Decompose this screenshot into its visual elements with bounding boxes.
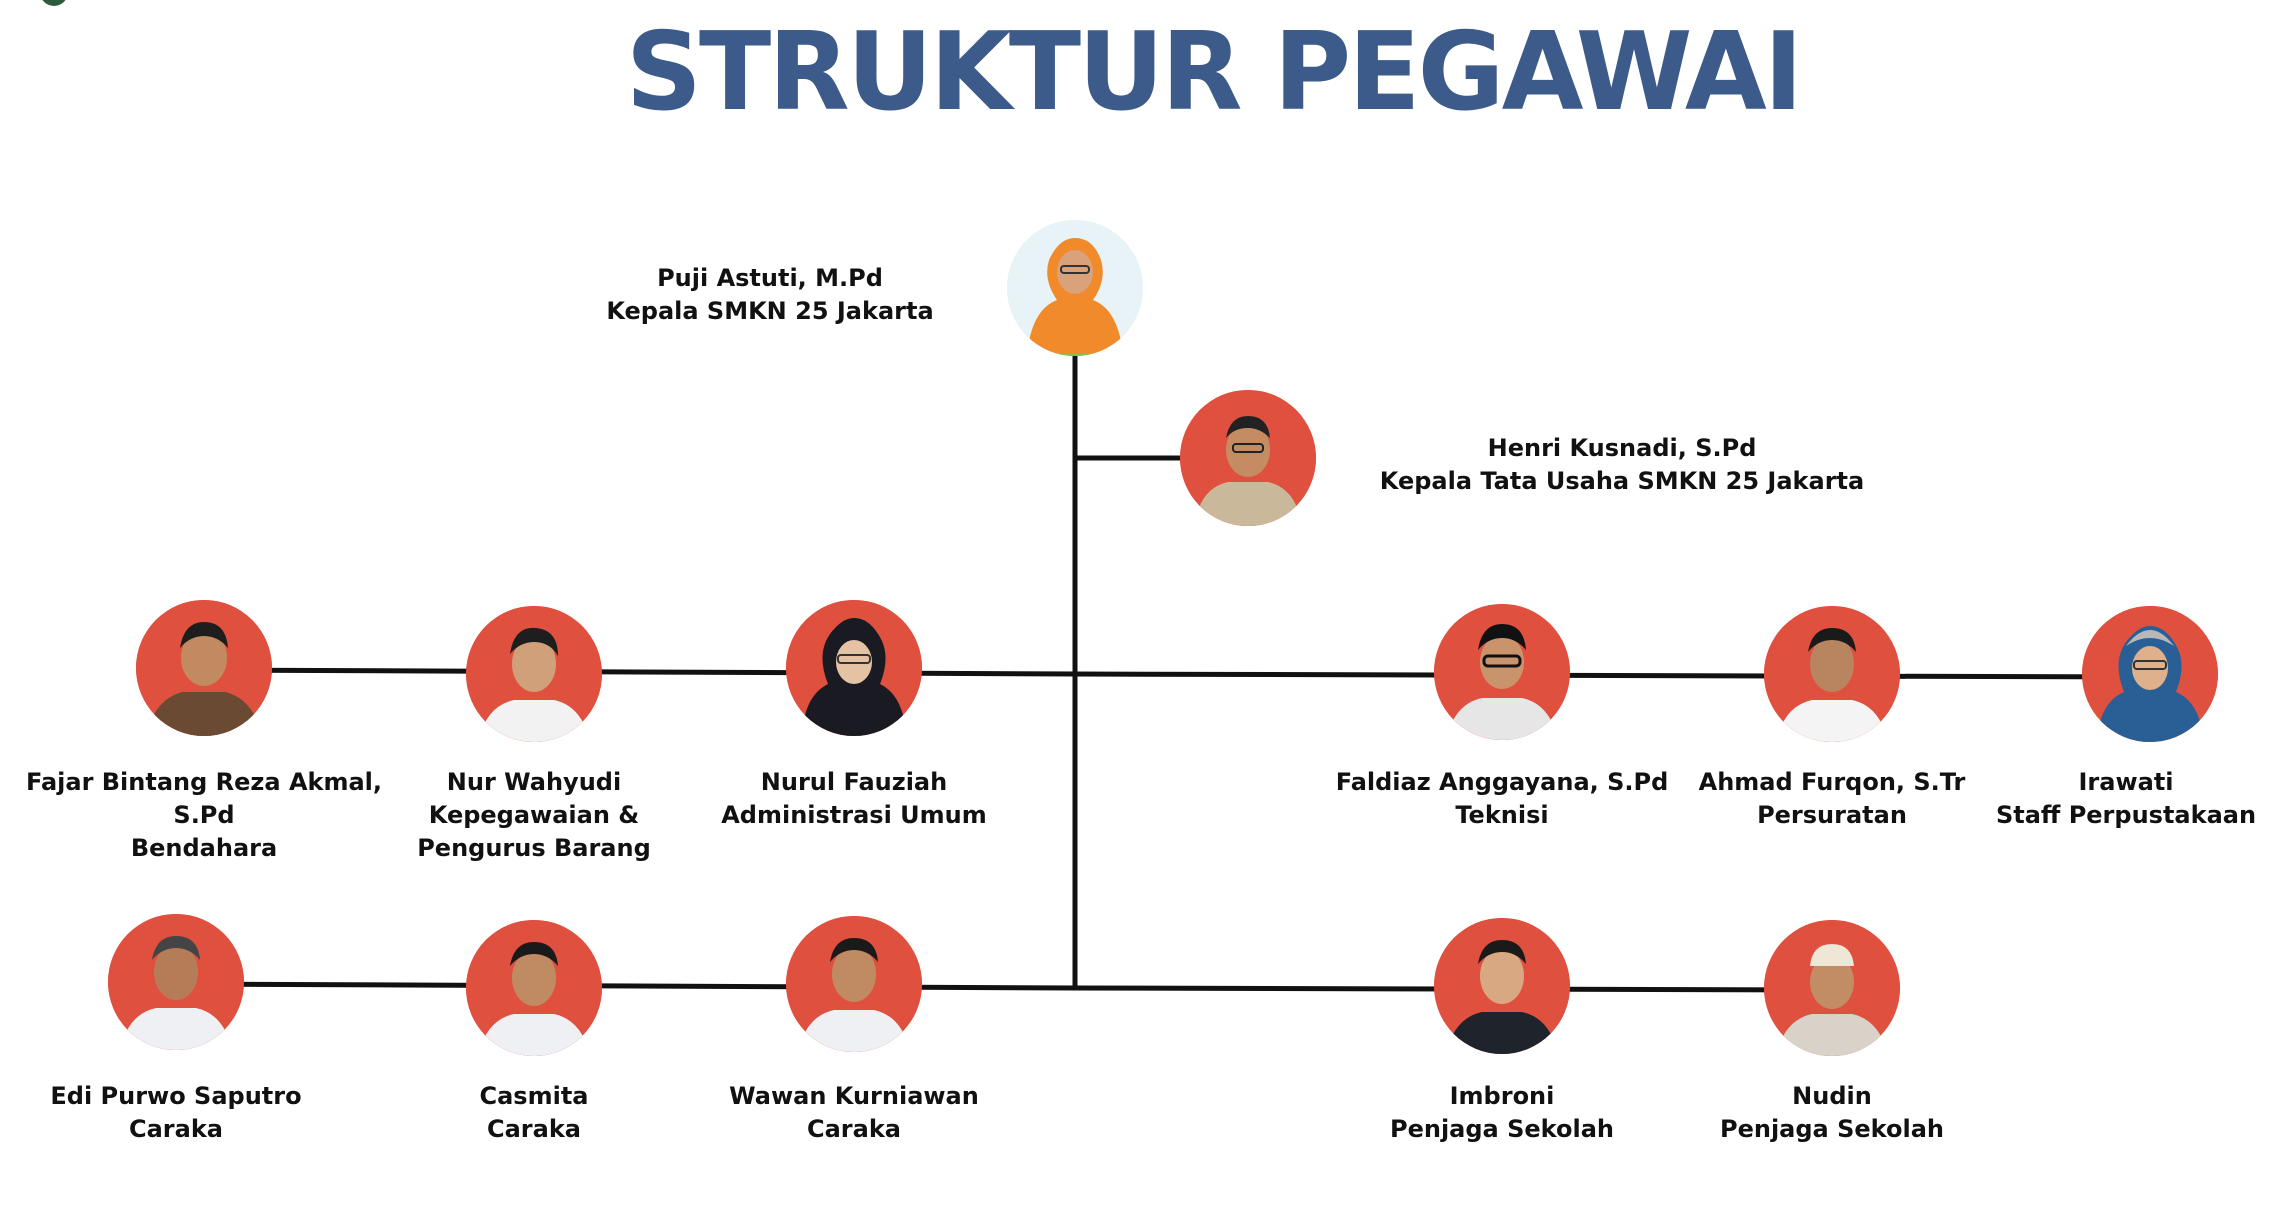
photo-faldiaz <box>1434 604 1570 740</box>
photo-irawati <box>2082 606 2218 742</box>
name-edi: Edi Purwo Saputro <box>50 1082 302 1110</box>
name-imbroni: Imbroni <box>1449 1082 1555 1110</box>
role-nur: Kepegawaian & Pengurus Barang <box>417 801 651 862</box>
label-edi: Edi Purwo Saputro Caraka <box>0 1080 352 1146</box>
person-hijab-orange-icon <box>1007 220 1143 356</box>
label-ahmad: Ahmad Furqon, S.Tr Persuratan <box>1652 766 2012 832</box>
role-nurul: Administrasi Umum <box>721 801 987 829</box>
person-cap-icon <box>1764 920 1900 1056</box>
role-fajar: Bendahara <box>130 834 278 862</box>
person-white-shirt-icon <box>1764 606 1900 742</box>
person-white-shirt-icon <box>466 606 602 742</box>
name-nudin: Nudin <box>1792 1082 1872 1110</box>
name-kepala: Puji Astuti, M.Pd <box>657 264 883 292</box>
photo-casmita <box>466 920 602 1056</box>
person-dark-uniform-icon <box>1434 918 1570 1054</box>
name-nur: Nur Wahyudi <box>446 768 622 796</box>
label-faldiaz: Faldiaz Anggayana, S.Pd Teknisi <box>1322 766 1682 832</box>
photo-imbroni <box>1434 918 1570 1054</box>
right-row1-line <box>1074 671 2153 680</box>
left-row2-line <box>177 981 1076 991</box>
photo-fajar <box>136 600 272 736</box>
label-imbroni: Imbroni Penjaga Sekolah <box>1322 1080 1682 1146</box>
label-ktu: Henri Kusnadi, S.Pd Kepala Tata Usaha SM… <box>1372 432 1872 498</box>
photo-wawan <box>786 916 922 1052</box>
person-batik-icon <box>136 600 272 736</box>
person-white-shirt-icon <box>108 914 244 1050</box>
label-fajar: Fajar Bintang Reza Akmal, S.Pd Bendahara <box>14 766 394 865</box>
label-kepala: Puji Astuti, M.Pd Kepala SMKN 25 Jakarta <box>590 262 950 328</box>
person-hijab-blue-icon <box>2082 606 2218 742</box>
photo-kepala <box>1007 220 1143 356</box>
label-nur: Nur Wahyudi Kepegawaian & Pengurus Baran… <box>374 766 694 865</box>
name-ahmad: Ahmad Furqon, S.Tr <box>1698 768 1966 796</box>
photo-edi <box>108 914 244 1050</box>
left-row1-line <box>207 667 1076 677</box>
name-fajar: Fajar Bintang Reza Akmal, S.Pd <box>25 768 383 829</box>
name-faldiaz: Faldiaz Anggayana, S.Pd <box>1335 768 1669 796</box>
role-ktu: Kepala Tata Usaha SMKN 25 Jakarta <box>1379 467 1865 495</box>
label-nurul: Nurul Fauziah Administrasi Umum <box>674 766 1034 832</box>
role-nudin: Penjaga Sekolah <box>1720 1115 1944 1143</box>
name-casmita: Casmita <box>479 1082 589 1110</box>
role-ahmad: Persuratan <box>1757 801 1907 829</box>
photo-nur <box>466 606 602 742</box>
role-casmita: Caraka <box>487 1115 581 1143</box>
person-white-shirt-icon <box>466 920 602 1056</box>
person-glasses-icon <box>1434 604 1570 740</box>
person-uniform-icon <box>1180 390 1316 526</box>
role-kepala: Kepala SMKN 25 Jakarta <box>606 297 934 325</box>
role-imbroni: Penjaga Sekolah <box>1390 1115 1614 1143</box>
role-irawati: Staff Perpustakaan <box>1995 801 2257 829</box>
name-wawan: Wawan Kurniawan <box>729 1082 979 1110</box>
chart-title: STRUKTUR PEGAWAI <box>625 10 1803 135</box>
role-edi: Caraka <box>129 1115 223 1143</box>
photo-ktu <box>1180 390 1316 526</box>
name-nurul: Nurul Fauziah <box>760 768 948 796</box>
label-irawati: Irawati Staff Perpustakaan <box>1966 766 2286 832</box>
role-faldiaz: Teknisi <box>1455 801 1549 829</box>
role-wawan: Caraka <box>807 1115 901 1143</box>
corner-logo-fragment <box>40 0 68 6</box>
photo-nudin <box>1764 920 1900 1056</box>
label-nudin: Nudin Penjaga Sekolah <box>1652 1080 2012 1146</box>
name-ktu: Henri Kusnadi, S.Pd <box>1487 434 1757 462</box>
person-hijab-black-icon <box>786 600 922 736</box>
label-wawan: Wawan Kurniawan Caraka <box>674 1080 1034 1146</box>
photo-nurul <box>786 600 922 736</box>
person-white-shirt-icon <box>786 916 922 1052</box>
label-casmita: Casmita Caraka <box>354 1080 714 1146</box>
name-irawati: Irawati <box>2078 768 2174 796</box>
photo-ahmad <box>1764 606 1900 742</box>
